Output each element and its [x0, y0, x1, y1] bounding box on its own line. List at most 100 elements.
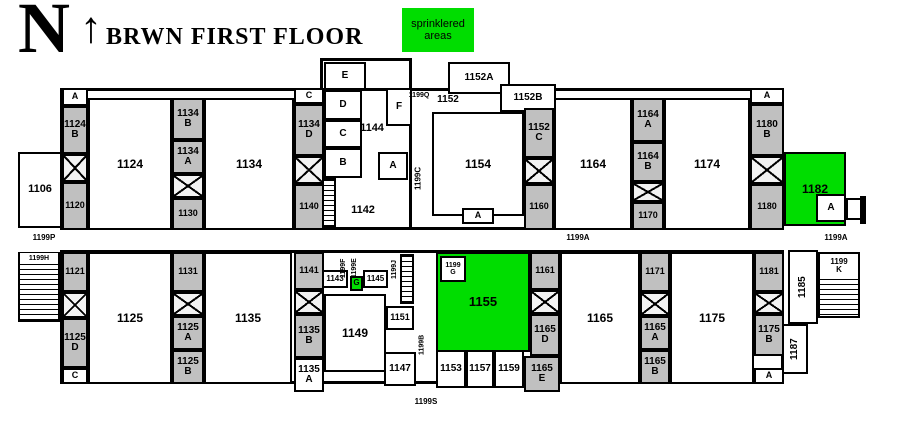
page-title: BRWN FIRST FLOOR: [106, 24, 364, 50]
service-hatch-hatch-1121: [62, 292, 88, 318]
room-1175: 1175: [670, 252, 754, 384]
room-1125D: 1125 D: [62, 318, 88, 368]
service-hatch-hatch-1171: [640, 292, 670, 316]
room-1135B: 1135 B: [294, 314, 324, 358]
label-1199J: 1199J: [390, 259, 398, 279]
service-hatch-hatch-1134: [172, 174, 204, 198]
room-1154: 1154: [432, 112, 524, 216]
room-E: E: [324, 62, 366, 90]
room-1152C: 1152 C: [524, 108, 554, 158]
room-1125A: 1125 A: [172, 316, 204, 350]
service-hatch-hatch-1131: [172, 292, 204, 316]
stair-stair-1142: [322, 178, 336, 228]
room-1165D: 1165 D: [530, 314, 560, 356]
room-1130: 1130: [172, 198, 204, 230]
room-1185: 1185: [788, 250, 818, 324]
room-1147: 1147: [384, 352, 416, 386]
room-1165E: 1165 E: [524, 356, 560, 392]
room-A-topleft: A: [62, 88, 88, 106]
service-hatch-hatch-1180: [750, 156, 784, 184]
room-A-1182: A: [816, 194, 846, 222]
label-1199C: 1199C: [413, 166, 423, 190]
label-1152: 1152: [437, 93, 459, 105]
label-1199P: 1199P: [32, 232, 56, 242]
room-F: F: [386, 88, 412, 126]
room-1175B: 1175 B: [754, 314, 784, 356]
service-hatch-hatch-1124: [62, 154, 88, 182]
room-1159: 1159: [494, 350, 524, 388]
room-1106: 1106: [18, 152, 62, 228]
legend-sprinklered-areas: sprinklered areas: [402, 8, 474, 52]
room-1164A: 1164 A: [632, 98, 664, 142]
room-A-1154: A: [462, 208, 494, 224]
room-D: D: [324, 90, 362, 120]
room-1155: 1155: [436, 252, 530, 352]
label-1199A-right: 1199A: [824, 232, 848, 242]
room-1171: 1171: [640, 252, 670, 292]
room-1160: 1160: [524, 184, 554, 230]
room-1134D: 1134 D: [294, 104, 324, 156]
room-1165B: 1165 B: [640, 350, 670, 384]
room-1164B: 1164 B: [632, 142, 664, 182]
room-1145: 1145: [363, 270, 388, 288]
label-1199H: 1199H: [20, 253, 58, 264]
room-1120: 1120: [62, 182, 88, 230]
room-1141: 1141: [294, 252, 324, 290]
label-1142: 1142: [351, 204, 375, 217]
room-1152A: 1152A: [448, 62, 510, 94]
room-G: G: [350, 276, 363, 291]
service-hatch-hatch-1161: [530, 290, 560, 314]
service-hatch-hatch-1140: [294, 156, 324, 184]
room-1165A: 1165 A: [640, 316, 670, 350]
room-1125: 1125: [88, 252, 172, 384]
label-1199K: 1199 K: [820, 254, 858, 278]
room-1121: 1121: [62, 252, 88, 292]
label-1199F: 1199F: [339, 258, 347, 278]
room-1135A: 1135 A: [294, 358, 324, 392]
label-1199Q: 1199Q: [408, 91, 430, 99]
service-hatch-hatch-1160: [524, 158, 554, 184]
room-C-bottomleft: C: [62, 368, 88, 384]
north-letter: N: [18, 0, 70, 68]
room-A-bottomright: A: [754, 368, 784, 384]
room-1134: 1134: [204, 98, 294, 230]
room-1181: 1181: [754, 252, 784, 292]
room-1143: 1143: [322, 270, 348, 288]
room-1170: 1170: [632, 202, 664, 230]
room-C-top: C: [294, 88, 324, 104]
room-1164: 1164: [554, 98, 632, 230]
label-1199B: 1199B: [418, 334, 426, 356]
room-A-1142: A: [378, 152, 408, 180]
room-B-1142: B: [324, 148, 362, 178]
room-1187: 1187: [782, 324, 808, 374]
room-1180: 1180: [750, 184, 784, 230]
room-1124: 1124: [88, 98, 172, 230]
room-1125B: 1125 B: [172, 350, 204, 384]
room-C-1142: C: [324, 120, 362, 148]
label-1199S: 1199S: [414, 396, 438, 406]
room-1161: 1161: [530, 252, 560, 290]
service-hatch-hatch-1141: [294, 290, 324, 314]
room-1135: 1135: [204, 252, 292, 384]
room-1149: 1149: [324, 294, 386, 372]
north-arrow-icon: ↑: [80, 3, 102, 52]
service-hatch-hatch-1170: [632, 182, 664, 202]
stair-stair-1151: [400, 254, 414, 304]
label-1199A: 1199A: [566, 232, 590, 242]
wall-wall-right: [860, 196, 866, 224]
service-hatch-hatch-1181: [754, 292, 784, 314]
room-1199G: 1199 G: [440, 256, 466, 282]
room-1124B: 1124 B: [62, 106, 88, 154]
room-1165: 1165: [560, 252, 640, 384]
room-1134A: 1134 A: [172, 140, 204, 174]
label-1144: 1144: [360, 122, 384, 135]
room-1180B: 1180 B: [750, 104, 784, 156]
room-1153: 1153: [436, 350, 466, 388]
room-A-topright: A: [750, 88, 784, 104]
room-1157: 1157: [466, 350, 494, 388]
room-1174: 1174: [664, 98, 750, 230]
room-1134B: 1134 B: [172, 98, 204, 140]
room-1151: 1151: [386, 306, 414, 330]
room-1140: 1140: [294, 184, 324, 230]
